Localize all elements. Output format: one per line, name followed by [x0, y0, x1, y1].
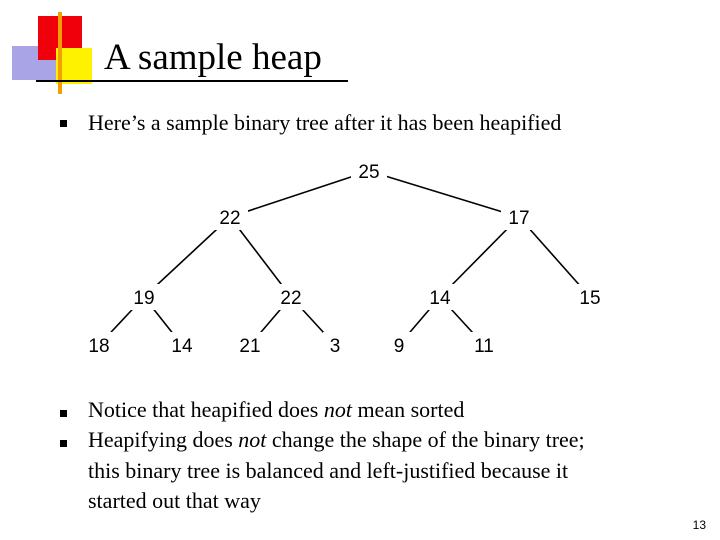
- slide-title: A sample heap: [104, 37, 322, 78]
- tree-node: 14: [422, 284, 458, 310]
- tree-node-background: [126, 284, 162, 310]
- tree-node-label: 14: [429, 288, 451, 309]
- tree-edge: [143, 216, 231, 298]
- tree-node-label: 19: [133, 288, 154, 309]
- tree-node-label: 22: [280, 288, 301, 309]
- bullet-text-shape-line2: this binary tree is balanced and left-ju…: [88, 458, 569, 483]
- bullet-text-intro: Here’s a sample binary tree after it has…: [88, 110, 562, 135]
- tree-node-background: [164, 332, 200, 358]
- tree-edge: [368, 170, 520, 218]
- title-underline: [36, 80, 348, 82]
- tree-edge: [518, 216, 591, 298]
- tree-node: 17: [501, 204, 537, 230]
- shape-text-pre: Heapifying does: [88, 427, 239, 452]
- bullet-marker-notice: [60, 410, 67, 417]
- tree-node-background: [501, 204, 537, 230]
- tree-node-label: 22: [219, 208, 240, 229]
- bullet-text-shape-line3: started out that way: [88, 488, 261, 513]
- tree-node-background: [273, 284, 309, 310]
- tree-node: 15: [572, 284, 608, 310]
- tree-node: 14: [164, 332, 200, 358]
- notice-text-post: mean sorted: [351, 397, 465, 422]
- tree-node-background: [212, 204, 248, 230]
- tree-node-label: 15: [579, 288, 600, 309]
- tree-node: 3: [323, 332, 347, 358]
- tree-node-label: 11: [474, 336, 494, 357]
- tree-node: 22: [212, 204, 248, 230]
- tree-node-background: [81, 332, 117, 358]
- tree-node-label: 3: [330, 336, 341, 357]
- tree-node-background: [351, 158, 387, 184]
- tree-node-label: 25: [358, 162, 379, 183]
- tree-node: 22: [273, 284, 309, 310]
- logo-square-yellow: [56, 48, 92, 84]
- tree-node-background: [466, 332, 502, 358]
- tree-node-background: [323, 332, 347, 358]
- bullet-marker-shape: [60, 440, 67, 447]
- page-number: 13: [692, 518, 706, 532]
- tree-edge: [229, 216, 292, 298]
- tree-node: 25: [351, 158, 387, 184]
- tree-node-label: 14: [171, 336, 193, 357]
- tree-node: 18: [81, 332, 117, 358]
- tree-node-background: [387, 332, 411, 358]
- bullet-text-shape-line1: Heapifying does not change the shape of …: [88, 425, 585, 455]
- tree-node-label: 9: [394, 336, 405, 357]
- tree-node-label: 21: [239, 336, 260, 357]
- tree-node-background: [232, 332, 268, 358]
- tree-edge: [439, 216, 520, 298]
- tree-edge: [229, 170, 370, 218]
- tree-node: 21: [232, 332, 268, 358]
- tree-node: 11: [466, 332, 502, 358]
- notice-text-pre: Notice that heapified does: [88, 397, 324, 422]
- tree-node-background: [572, 284, 608, 310]
- tree-node-label: 17: [508, 208, 529, 229]
- logo-vertical-line: [58, 12, 62, 94]
- notice-text-emphasis: not: [323, 397, 352, 422]
- tree-node-label: 18: [88, 336, 109, 357]
- tree-node: 19: [126, 284, 162, 310]
- tree-node-background: [422, 284, 458, 310]
- tree-node: 9: [387, 332, 411, 358]
- bullet-text-notice: Notice that heapified does not mean sort…: [88, 395, 464, 425]
- shape-text-emphasis: not: [238, 427, 267, 452]
- shape-text-post: change the shape of the binary tree;: [266, 427, 585, 452]
- bullet-marker-intro: [60, 120, 67, 127]
